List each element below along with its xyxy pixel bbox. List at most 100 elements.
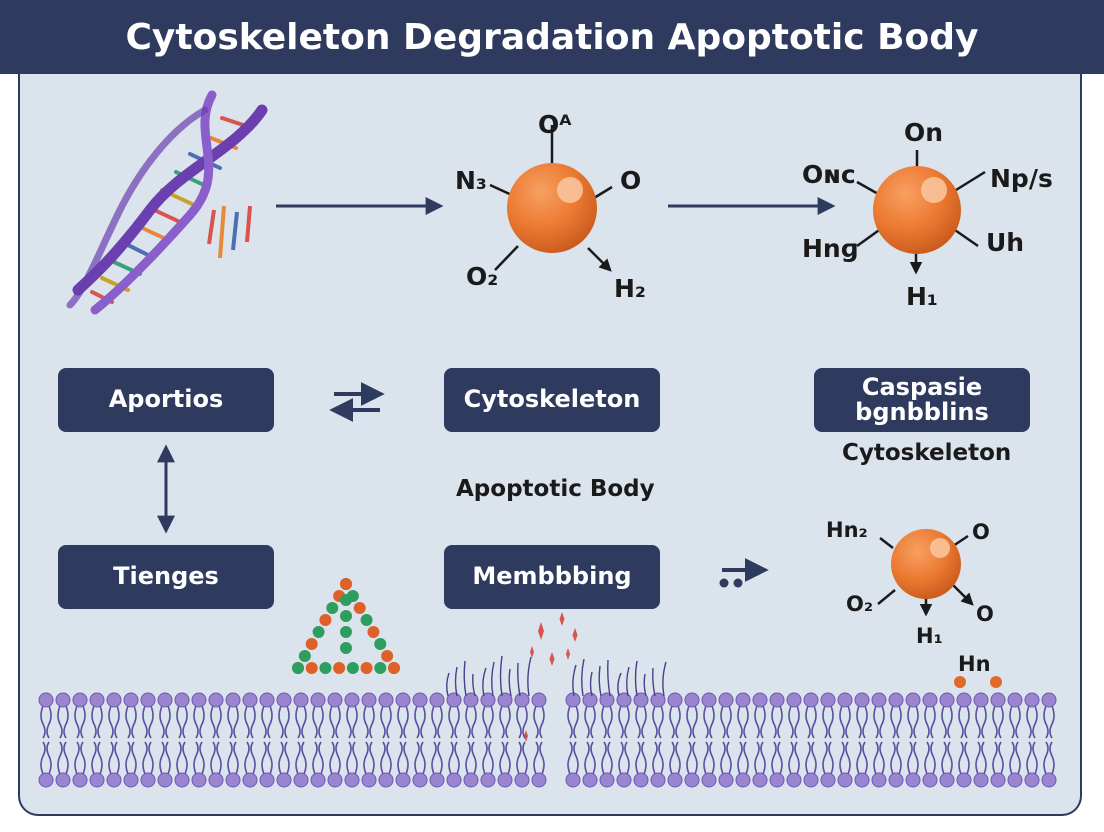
lipid-tail [301, 705, 307, 739]
cytoskeleton-filament [617, 672, 622, 697]
lipid-tail [760, 705, 766, 739]
lipid-tail [210, 741, 216, 775]
lipid-head [38, 772, 54, 788]
lipid-head [225, 772, 241, 788]
lipid-tail [46, 741, 52, 775]
lipid-tail [720, 705, 726, 739]
lipid-tail [703, 741, 709, 775]
lipid-tail [148, 741, 154, 775]
molecule-1 [489, 125, 613, 272]
molecule-3-bead-2 [990, 676, 1002, 688]
dna-strand-b [90, 90, 217, 315]
cytoskeleton-filament [446, 672, 450, 697]
cytoskeleton-filament [454, 666, 458, 697]
lipid-head [1024, 772, 1040, 788]
lipid-tail [822, 741, 828, 775]
m1-bottom-right-label: H₂ [614, 274, 646, 303]
lipid-head [888, 692, 904, 708]
lipid-head [701, 692, 717, 708]
cytoskeleton-filament [581, 658, 585, 697]
lipid-head [208, 692, 224, 708]
bead [340, 578, 352, 590]
lipid-tail [131, 741, 137, 775]
lipid-tail [295, 705, 301, 739]
molecule-2 [856, 150, 986, 275]
lipid-head [361, 772, 377, 788]
cytoskeleton-filament [652, 667, 656, 697]
lipid-tail [131, 705, 137, 739]
lipid-tail [896, 705, 902, 739]
lipid-tail [839, 705, 845, 739]
lipid-tail [726, 741, 732, 775]
dna-strand-c [66, 106, 209, 309]
lipid-tail [737, 741, 743, 775]
lipid-tail [369, 705, 375, 739]
lipid-tail [964, 705, 970, 739]
bead [346, 662, 359, 674]
box-cytoskeleton: Cytoskeleton [444, 368, 660, 432]
lipid-tail [108, 741, 114, 775]
lipid-tail [771, 705, 777, 739]
lipid-tail [182, 741, 188, 775]
lipid-tail [46, 705, 52, 739]
lipid-head [344, 692, 360, 708]
lipid-tail [975, 741, 981, 775]
cytoskeleton-filament [626, 666, 630, 697]
lipid-head [684, 772, 700, 788]
lipid-tail [539, 705, 545, 739]
lipid-tail [346, 705, 352, 739]
m1-top-label: Oᴬ [538, 110, 572, 139]
lipid-tail [386, 705, 392, 739]
lipid-tail [159, 705, 165, 739]
lipid-head [242, 692, 258, 708]
bead [305, 638, 318, 650]
lipid-head [531, 772, 547, 788]
lipid-tail [601, 741, 607, 775]
lipid-tail [856, 705, 862, 739]
bead [360, 662, 373, 674]
bead [367, 626, 380, 638]
lipid-head [939, 692, 955, 708]
lipid-tail [91, 705, 97, 739]
cytoskeleton-filament [527, 656, 532, 697]
cytoskeleton-filament [589, 671, 593, 697]
lipid-head [259, 772, 275, 788]
lipid-tail [57, 741, 63, 775]
lipid-head [684, 692, 700, 708]
lipid-head [718, 772, 734, 788]
lipid-head [871, 692, 887, 708]
lipid-head [497, 692, 513, 708]
lipid-tail [709, 705, 715, 739]
lipid-tail [839, 741, 845, 775]
lipid-tail [522, 741, 528, 775]
lipid-tail [618, 741, 624, 775]
lipid-head [854, 772, 870, 788]
lipid-head [72, 692, 88, 708]
box-membbbing-label: Membbbing [472, 562, 632, 591]
m3-bottom-label: H₁ [916, 624, 943, 648]
cytoskeleton-filament [572, 664, 577, 697]
molecule-3-sphere [891, 529, 961, 599]
bead [353, 602, 366, 614]
lipid-tail [788, 705, 794, 739]
lipid-tail [975, 705, 981, 739]
lipid-tail [193, 741, 199, 775]
lipid-tail [828, 741, 834, 775]
lipid-tail [74, 741, 80, 775]
m3-bottom-right-label: O [976, 602, 994, 626]
lipid-head [429, 772, 445, 788]
lipid-head [718, 692, 734, 708]
lipid-head [1007, 692, 1023, 708]
lipid-tail [590, 705, 596, 739]
lipid-tail [278, 741, 284, 775]
lipid-tail [879, 705, 885, 739]
cytoskeleton-filament [472, 673, 476, 697]
lipid-tail [80, 741, 86, 775]
lipid-tail [488, 741, 494, 775]
lipid-tail [930, 741, 936, 775]
lipid-head [616, 692, 632, 708]
lipid-head [803, 692, 819, 708]
lipid-tail [998, 741, 1004, 775]
lipid-tail [635, 705, 641, 739]
